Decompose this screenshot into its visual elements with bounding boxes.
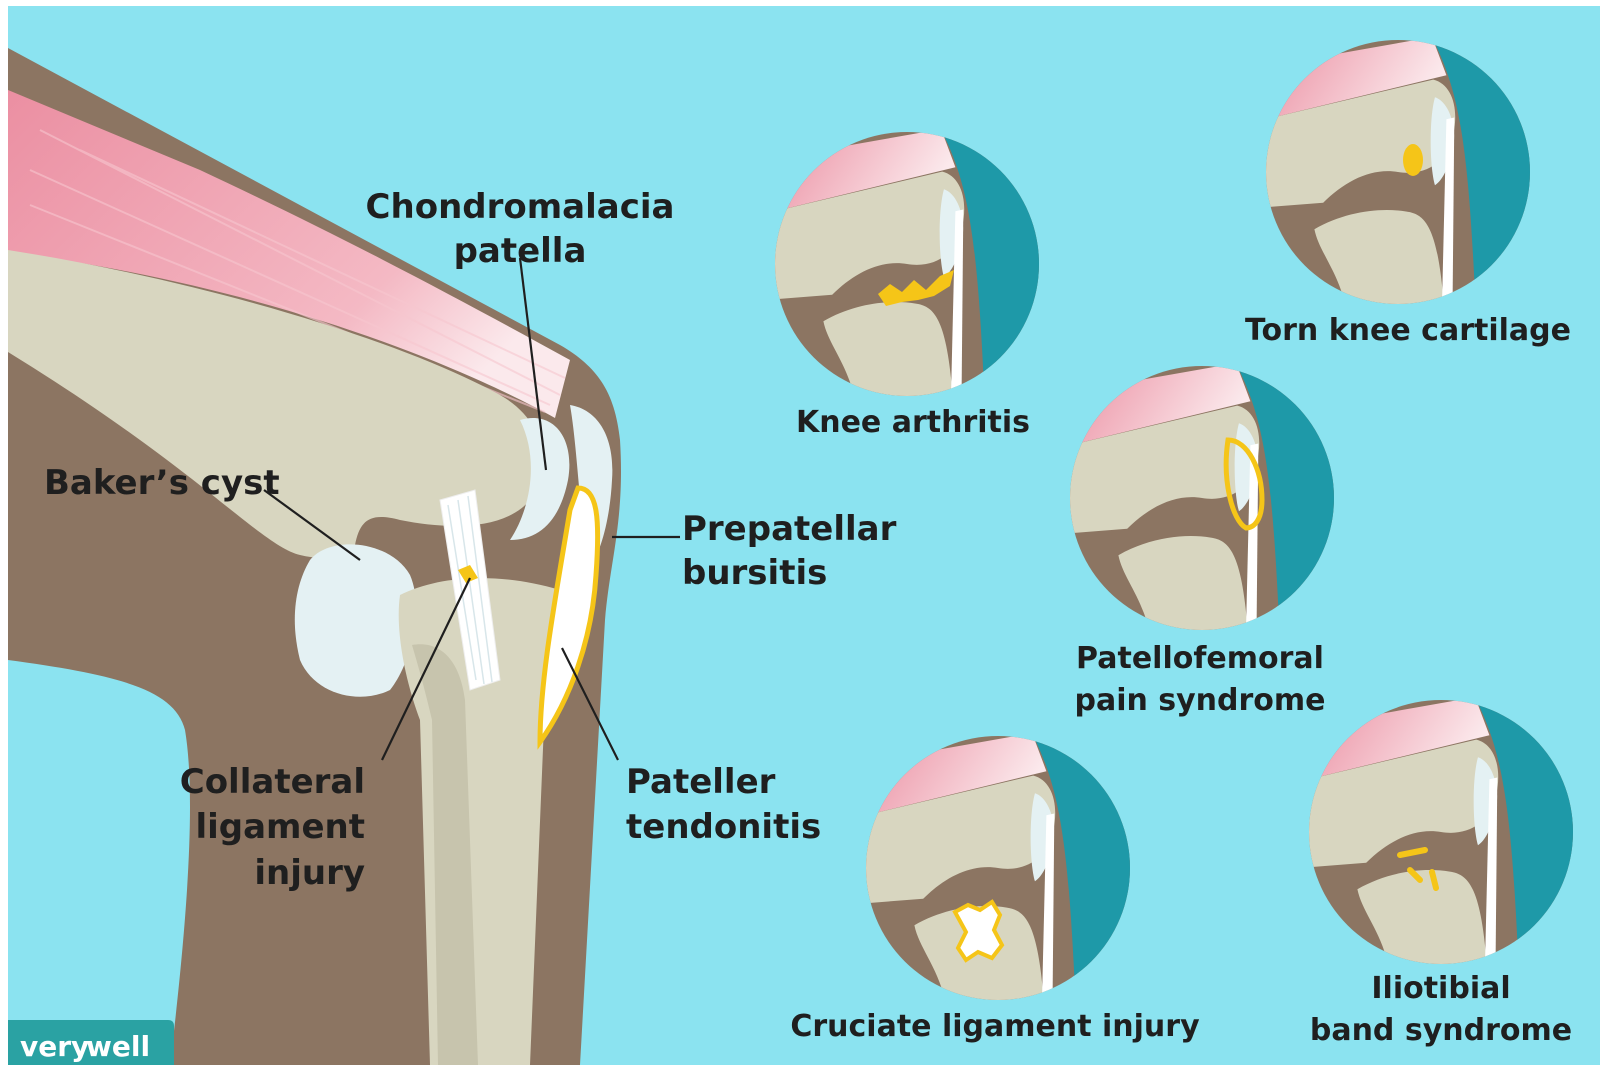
label-collateral-1: Collateral (180, 762, 365, 802)
label-chondromalacia-1: Chondromalacia (366, 187, 675, 227)
inset-knee-arthritis (775, 132, 1039, 396)
label-prepatellar-1: Prepatellar (682, 509, 897, 549)
label-patellofemoral-1: Patellofemoral (1076, 641, 1324, 676)
label-collateral-2: ligament (195, 807, 365, 847)
inset-patellofemoral (1070, 366, 1334, 630)
logo-well: well (86, 1030, 150, 1063)
bakers-cyst (295, 544, 416, 696)
logo-very: very (20, 1030, 89, 1063)
verywell-logo: very well (8, 1020, 174, 1065)
label-torn-cartilage: Torn knee cartilage (1245, 313, 1571, 348)
label-cruciate: Cruciate ligament injury (790, 1009, 1200, 1044)
torn-cartilage-mark (1403, 144, 1423, 176)
label-pateller-2: tendonitis (626, 807, 821, 847)
label-pateller-1: Pateller (626, 762, 776, 802)
inset-torn-cartilage (1266, 40, 1530, 304)
label-iliotibial-1: Iliotibial (1371, 971, 1510, 1006)
label-knee-arthritis: Knee arthritis (796, 405, 1030, 440)
label-collateral-3: injury (254, 853, 365, 893)
label-chondromalacia-2: patella (454, 231, 587, 271)
label-patellofemoral-2: pain syndrome (1074, 683, 1325, 718)
inset-cruciate (866, 736, 1130, 1000)
label-iliotibial-2: band syndrome (1310, 1013, 1572, 1048)
inset-iliotibial (1309, 700, 1573, 964)
label-bakers-cyst: Baker’s cyst (44, 463, 280, 503)
label-prepatellar-2: bursitis (682, 553, 827, 593)
